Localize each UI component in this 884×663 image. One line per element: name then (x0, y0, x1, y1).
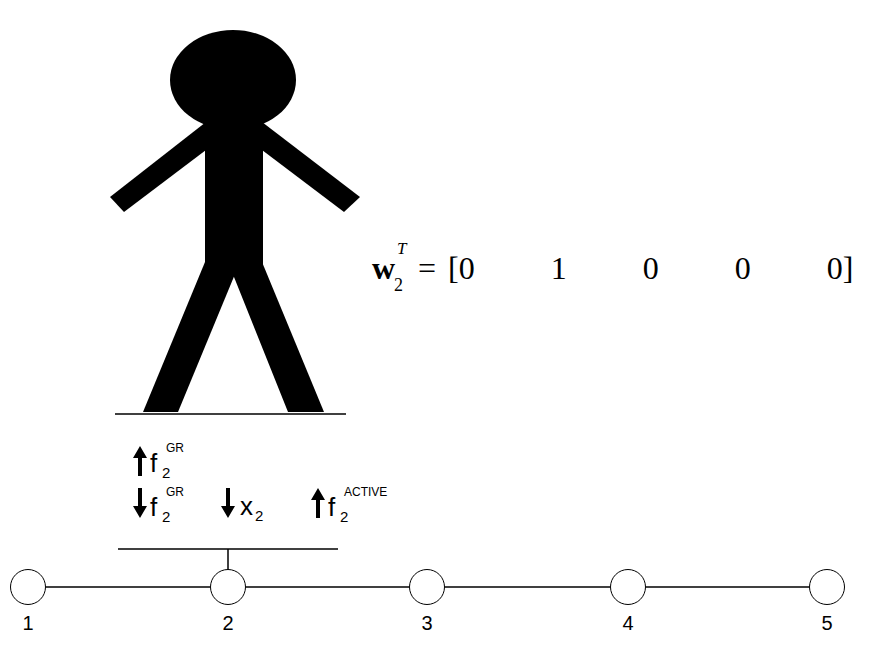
superscript: T (397, 240, 406, 257)
vector-value: [0 1 0 0 0] (448, 252, 853, 284)
chain-link (445, 587, 610, 588)
superscript: ACTIVE (344, 486, 387, 498)
node-number: 5 (821, 613, 832, 633)
node-circle: 4 (610, 569, 646, 641)
chain-link (46, 587, 210, 588)
subscript: 2 (255, 508, 263, 523)
stick-figure (110, 30, 360, 412)
equals-sign: = (418, 252, 436, 284)
circle-outline (10, 569, 46, 605)
circle-outline (409, 569, 445, 605)
displacement-symbol: x (240, 493, 253, 519)
platform-tick (227, 549, 229, 570)
force-arrows (133, 446, 325, 518)
superscript: GR (166, 486, 184, 498)
node-number: 4 (622, 613, 633, 633)
node-number: 3 (421, 613, 432, 633)
superscript: GR (166, 442, 184, 454)
subscript: 2 (394, 276, 403, 294)
chain-link (246, 587, 409, 588)
node-circle: 2 (210, 569, 246, 641)
circle-outline (210, 569, 246, 605)
circle-outline (809, 569, 845, 605)
node-number: 2 (222, 613, 233, 633)
force-symbol: f (328, 494, 335, 520)
circle-outline (610, 569, 646, 605)
node-circle: 5 (809, 569, 845, 641)
subscript: 2 (162, 465, 170, 480)
foot-line (115, 413, 346, 415)
node-number: 1 (22, 613, 33, 633)
node-circle: 3 (409, 569, 445, 641)
node-circle: 1 (10, 569, 46, 641)
subscript: 2 (162, 509, 170, 524)
subscript: 2 (340, 509, 348, 524)
chain-link (646, 587, 809, 588)
vector-symbol: w (372, 252, 395, 284)
force-symbol: f (150, 450, 157, 476)
force-symbol: f (150, 494, 157, 520)
